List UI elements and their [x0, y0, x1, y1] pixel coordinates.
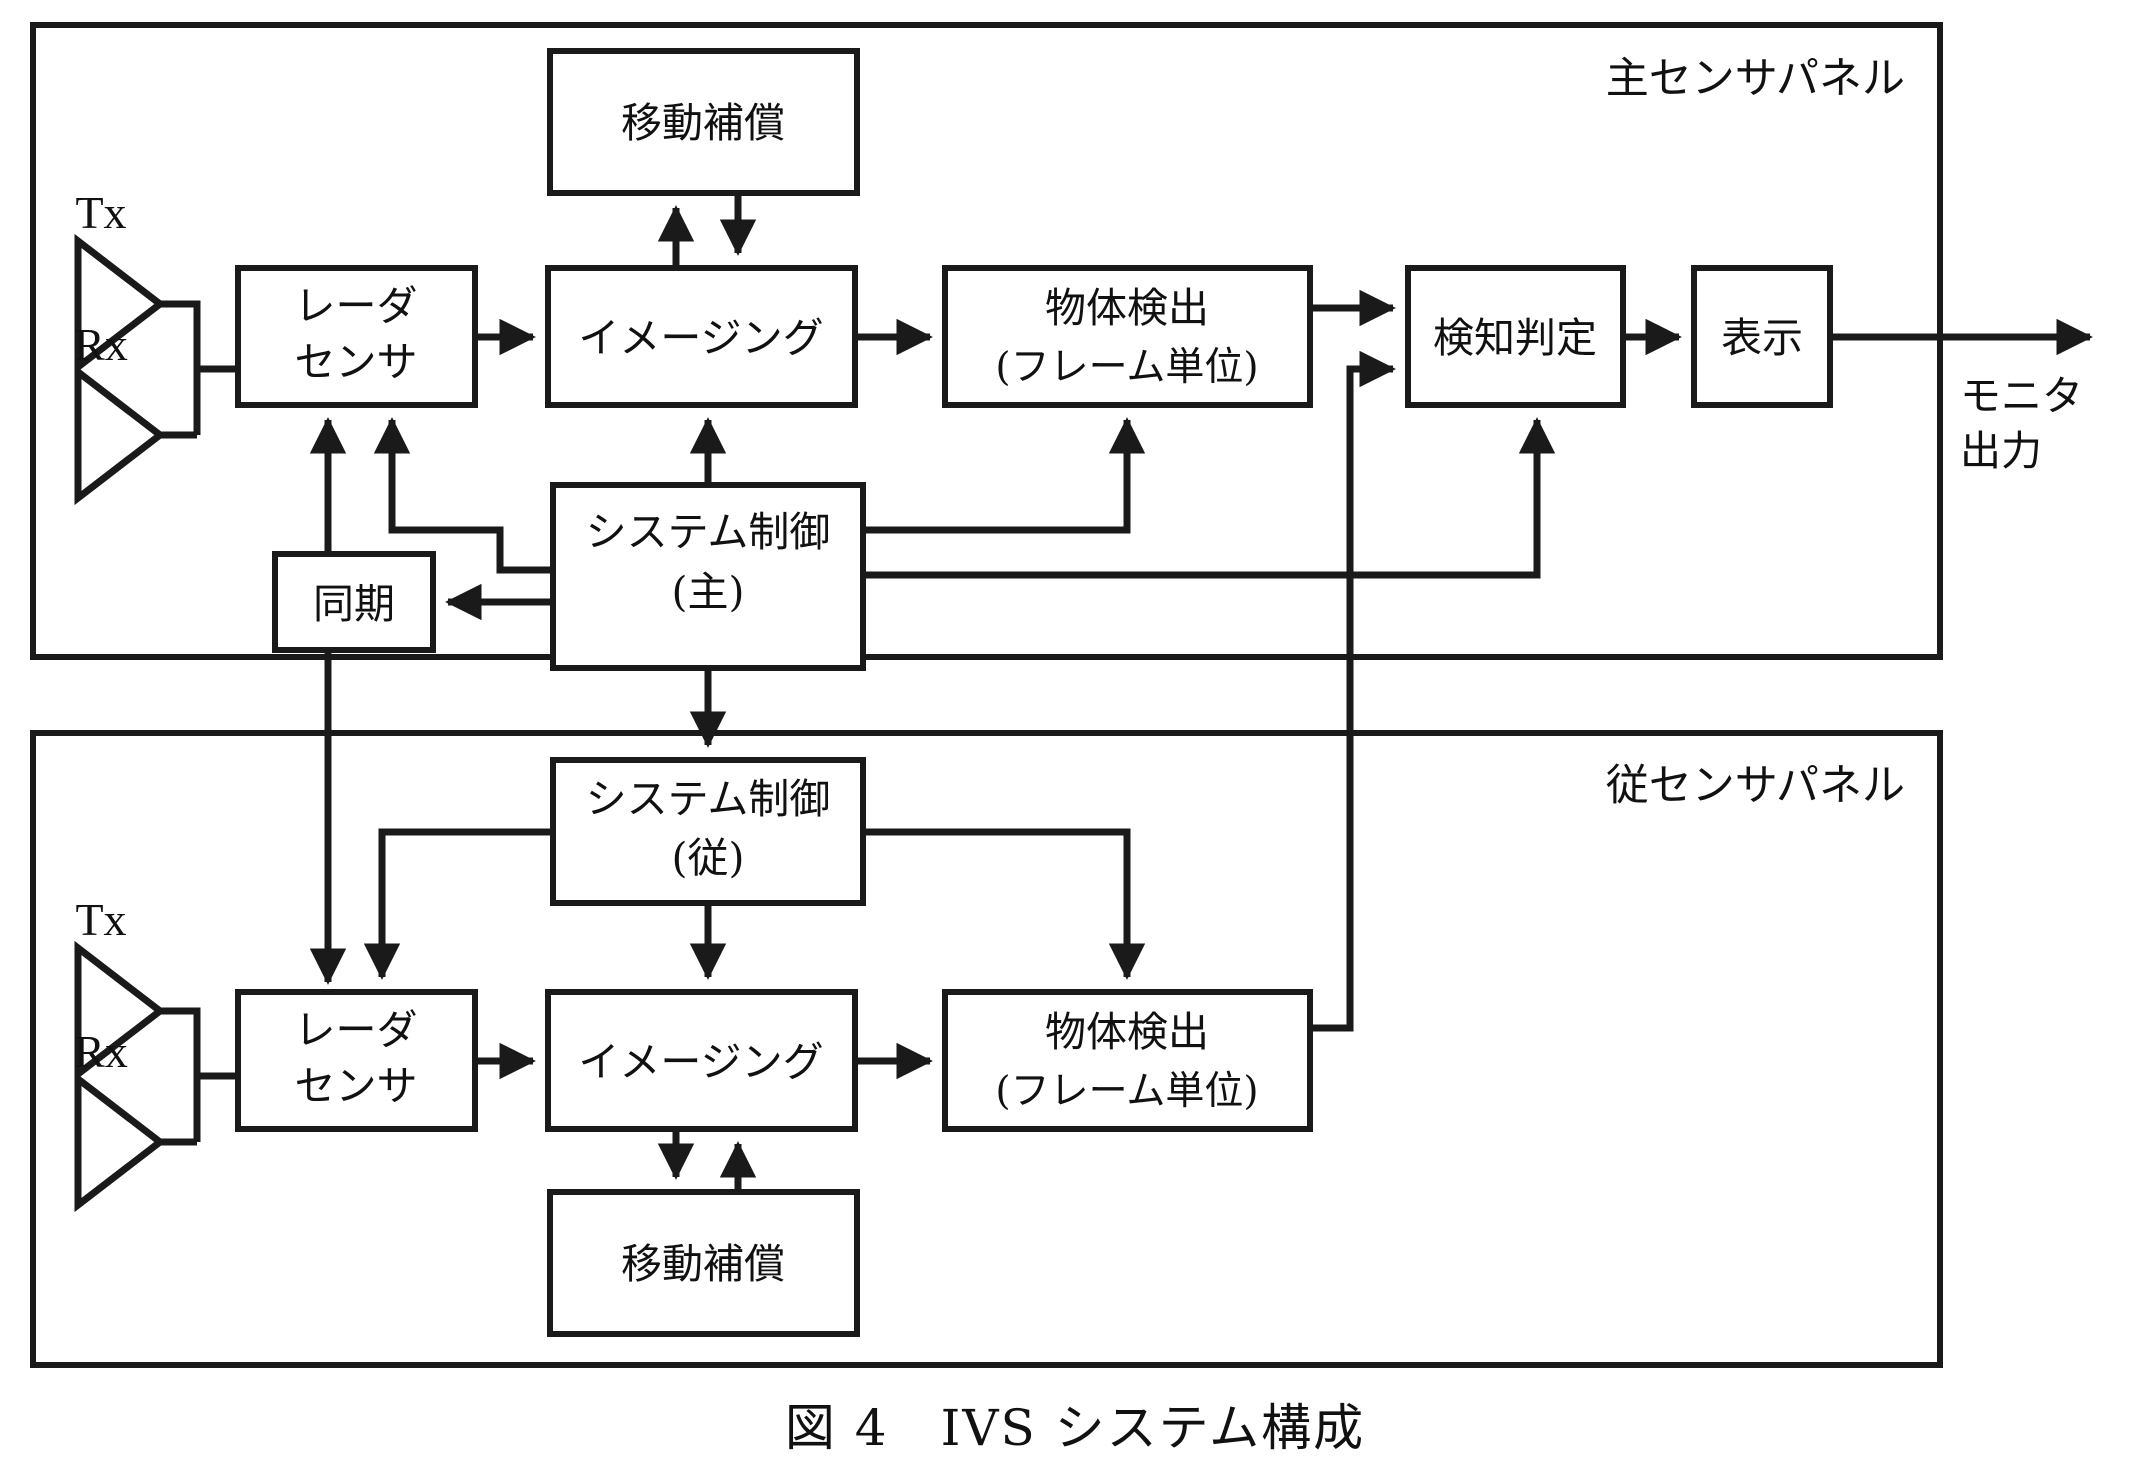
slave-panel-frame	[30, 730, 1943, 1368]
box-sys-control-master-label1: システム制御	[586, 508, 831, 556]
box-motion-comp-master-label: 移動補償	[621, 99, 785, 147]
box-radar-sensor-slave-label1: レーダ	[295, 1006, 418, 1054]
box-object-detect-slave-label2: (フレーム単位)	[995, 1069, 1258, 1114]
slave-rx-antenna-icon	[74, 1071, 166, 1213]
wire-sysctrl-to-decide	[863, 417, 1556, 579]
slave-rx-label: Rx	[74, 1026, 128, 1077]
wire-objdetect-slave-to-decide	[1310, 350, 1396, 1032]
slave-antenna-feed-wire	[160, 1007, 238, 1142]
box-detect-decide[interactable]	[1405, 265, 1626, 408]
monitor-output-label-line2: 出力	[1960, 427, 2042, 475]
monitor-output-label-line1: モニタ	[1960, 372, 2083, 420]
slave-tx-antenna-icon	[74, 940, 166, 1082]
box-sys-control-master-label2: (主)	[672, 568, 745, 616]
box-motion-comp-slave-label: 移動補償	[621, 1240, 785, 1288]
box-object-detect-master[interactable]	[942, 265, 1313, 408]
box-detect-decide-label: 検知判定	[1433, 314, 1597, 362]
box-imaging-master[interactable]	[545, 265, 858, 408]
slave-tx-label: Tx	[75, 894, 126, 945]
box-motion-comp-slave[interactable]	[547, 1189, 860, 1337]
box-object-detect-master-label1: 物体検出	[1045, 284, 1209, 332]
box-radar-sensor-master-label1: レーダ	[295, 282, 418, 330]
box-object-detect-slave-label1: 物体検出	[1045, 1008, 1209, 1056]
box-radar-sensor-slave-label2: センサ	[295, 1062, 418, 1110]
slave-panel-label: 従センサパネル	[1606, 761, 1905, 811]
master-tx-antenna-icon	[74, 233, 166, 375]
wire-sysctrl-to-radar-slave	[363, 828, 553, 980]
box-sync-label: 同期	[313, 580, 395, 628]
wire-sysctrl-to-objdetect-master	[863, 417, 1146, 534]
master-panel-frame	[30, 22, 1943, 660]
wire-sysctrl-to-objdetect-slave	[863, 828, 1146, 980]
box-display-label: 表示	[1721, 314, 1803, 362]
box-sys-control-slave-label2: (従)	[672, 834, 745, 882]
box-imaging-master-label: イメージング	[578, 314, 823, 362]
box-imaging-slave-label: イメージング	[578, 1038, 823, 1086]
master-antenna-feed-wire	[160, 300, 238, 435]
master-rx-label: Rx	[74, 319, 128, 370]
figure-caption: 図 4 IVS システム構成	[784, 1399, 1366, 1457]
wire-sysctrl-to-radar-master	[373, 417, 553, 574]
master-panel-label: 主センサパネル	[1606, 54, 1905, 104]
box-display[interactable]	[1691, 265, 1833, 408]
box-object-detect-slave[interactable]	[942, 989, 1313, 1132]
master-tx-label: Tx	[75, 187, 126, 238]
box-sync[interactable]	[272, 551, 436, 653]
box-sys-control-slave-label1: システム制御	[586, 775, 831, 823]
master-rx-antenna-icon	[74, 364, 166, 506]
box-motion-comp-master[interactable]	[547, 48, 860, 196]
box-radar-sensor-master-label2: センサ	[295, 338, 418, 386]
box-object-detect-master-label2: (フレーム単位)	[995, 345, 1258, 390]
